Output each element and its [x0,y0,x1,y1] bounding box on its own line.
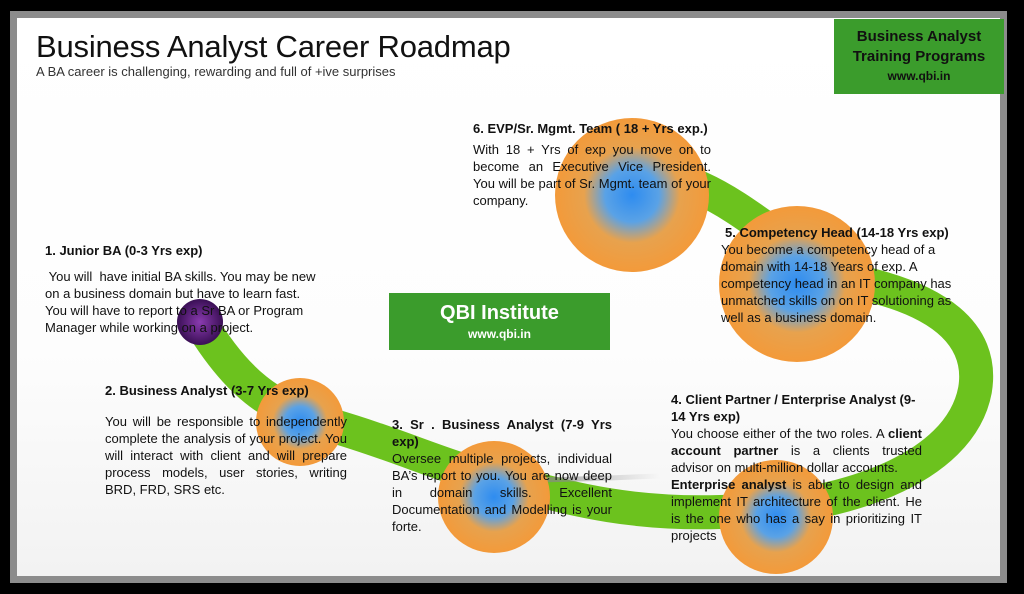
page-title: Business Analyst Career Roadmap [36,29,511,64]
institute-box: QBI Institute www.qbi.in [389,293,610,350]
badge-line1: Business Analyst [856,28,982,45]
step-4-mid: is a clients trusted advisor on multi-mi… [671,443,922,475]
step-6-body: With 18 + Yrs of exp you move on to beco… [473,142,711,208]
step-2-body: You will be responsible to independently… [105,414,347,497]
step-2: 2. Business Analyst (3-7 Yrs exp) You wi… [105,382,347,498]
step-4-heading: 4. Client Partner / Enterprise Analyst (… [671,392,916,424]
step-3: 3. Sr . Business Analyst (7-9 Yrs exp) O… [392,416,612,535]
step1-orb [177,299,223,345]
badge-line2: Training Programs [852,48,986,65]
step-6: 6. EVP/Sr. Mgmt. Team ( 18 + Yrs exp.) W… [473,120,711,209]
step6-orb [555,118,709,272]
institute-name: QBI Institute [440,302,559,324]
step4-orb [719,460,833,574]
training-badge: Business Analyst Training Programs www.q… [834,19,1004,94]
step-6-heading: 6. EVP/Sr. Mgmt. Team ( 18 + Yrs exp.) [473,121,708,136]
step-4-bold-client: client account partner [671,426,922,458]
step-1: 1. Junior BA (0-3 Yrs exp) You will have… [45,242,320,336]
step5-orb [719,206,875,362]
badge-url: www.qbi.in [887,69,951,83]
step3-orb [438,441,550,553]
step-2-heading: 2. Business Analyst (3-7 Yrs exp) [105,383,309,398]
step-4-end: is able to design and implement IT archi… [671,477,923,543]
step-5: 5. Competency Head (14-18 Yrs exp) You b… [721,224,977,326]
step-4-bold-enterprise: Enterprise analyst [671,477,787,492]
step-3-body: Oversee multiple projects, individual BA… [392,451,612,534]
step-4: 4. Client Partner / Enterprise Analyst (… [671,391,922,544]
step-1-body: You will have initial BA skills. You may… [45,269,320,335]
step-5-heading: 5. Competency Head (14-18 Yrs exp) [725,225,949,240]
step-3-heading: 3. Sr . Business Analyst (7-9 Yrs exp) [392,417,612,449]
step-4-intro: You choose either of the two roles. A [671,426,889,441]
step-4-body: You choose either of the two roles. A cl… [671,425,922,544]
institute-url: www.qbi.in [468,327,531,341]
step-5-body: You become a competency head of a domain… [721,242,952,325]
step2-orb [256,378,344,466]
page-subtitle: A BA career is challenging, rewarding an… [36,64,396,79]
step-1-heading: 1. Junior BA (0-3 Yrs exp) [45,243,203,258]
